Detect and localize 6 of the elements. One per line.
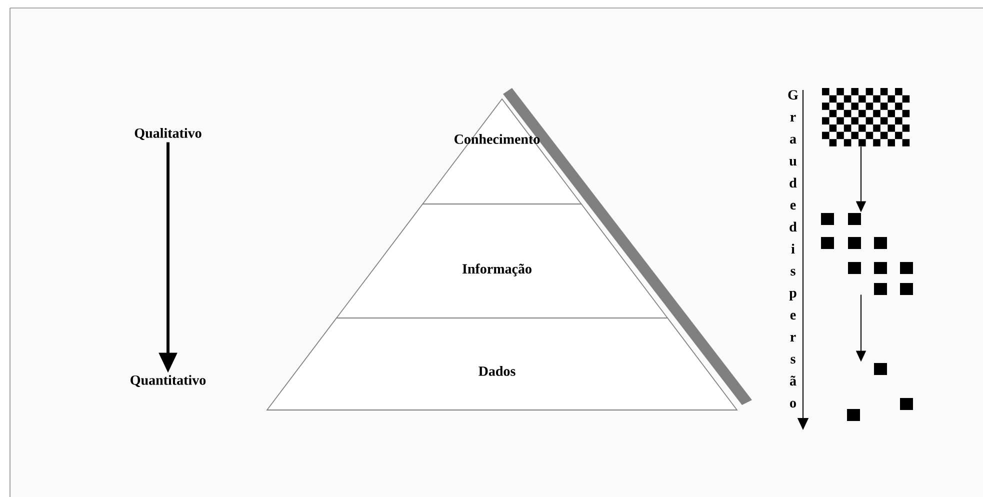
vertical-text: G r a u d e d i s p e r s ã o	[788, 90, 798, 408]
level-label: Quantitativo	[130, 375, 206, 387]
level-label: Qualitativo	[134, 128, 202, 140]
cluster-squares-drawing	[821, 213, 913, 295]
scatter-squares-drawing	[847, 363, 913, 421]
checkerboard-drawing	[822, 88, 910, 146]
